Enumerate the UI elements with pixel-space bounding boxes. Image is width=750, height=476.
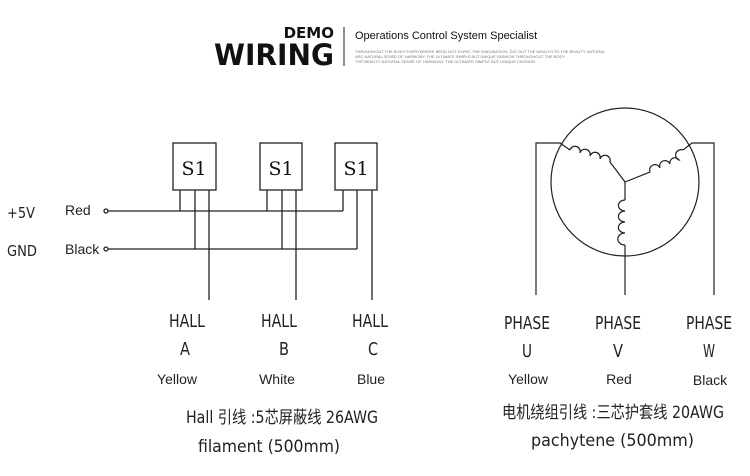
hall-sensor-c bbox=[334, 142, 378, 191]
coil-u bbox=[569, 145, 626, 183]
hall-c-letter: C bbox=[368, 339, 378, 360]
phase-v-letter: V bbox=[613, 341, 624, 362]
header-title: Operations Control System Specialist bbox=[355, 30, 537, 42]
hall-c-name: HALL bbox=[352, 311, 388, 332]
sensor-label: S1 bbox=[268, 158, 293, 180]
hall-b-color: White bbox=[259, 371, 295, 387]
ground-label: GND bbox=[7, 242, 37, 260]
coil-w bbox=[624, 149, 684, 183]
hall-note-line2: filament (500mm) bbox=[198, 437, 340, 457]
phase-w-letter: W bbox=[703, 341, 715, 362]
sensor-pins bbox=[179, 190, 373, 300]
hall-circuit bbox=[103, 142, 378, 300]
tagline-line: THE BEAUTY NATURAL SENSE OF HARMONY. THE… bbox=[355, 59, 535, 64]
phase-u-name: PHASE bbox=[504, 313, 550, 334]
coil-v bbox=[617, 199, 626, 246]
hall-a-color: Yellow bbox=[157, 371, 198, 387]
hall-c-color: Blue bbox=[357, 371, 385, 387]
sensor-label: S1 bbox=[181, 158, 206, 180]
power-label: +5V bbox=[7, 204, 36, 222]
motor-note-line2: pachytene (500mm) bbox=[531, 431, 694, 451]
logo-bottom: WIRING bbox=[214, 38, 334, 72]
hall-a-name: HALL bbox=[169, 311, 205, 332]
sensor-label: S1 bbox=[343, 158, 368, 180]
motor-note-line1: 电机绕组引线 :三芯护套线 20AWG bbox=[502, 403, 724, 423]
logo-top: DEMO bbox=[284, 24, 334, 42]
phase-w-color: Black bbox=[693, 372, 728, 388]
ground-terminal bbox=[103, 246, 109, 252]
tagline-line: THROUGHOUT THE BODY EVERYWHERE BEDD NOT … bbox=[355, 49, 606, 54]
phase-w-name: PHASE bbox=[686, 313, 732, 334]
ground-wire-color: Black bbox=[65, 241, 100, 257]
hall-a-letter: A bbox=[180, 339, 191, 360]
tagline-line: ARC NATURAL SENSE OF HARMONY. THE ULTIMA… bbox=[355, 54, 565, 59]
hall-note-line1: Hall 引线 :5芯屏蔽线 26AWG bbox=[186, 408, 378, 428]
header: DEMO WIRING Operations Control System Sp… bbox=[214, 24, 606, 72]
hall-b-name: HALL bbox=[261, 311, 297, 332]
hall-sensor-b bbox=[259, 142, 303, 191]
phase-v-color: Red bbox=[606, 371, 632, 387]
phase-v-name: PHASE bbox=[595, 313, 641, 334]
power-terminal bbox=[103, 208, 109, 214]
motor-winding bbox=[535, 107, 715, 295]
power-wire-color: Red bbox=[65, 202, 91, 218]
phase-u-letter: U bbox=[522, 341, 532, 362]
hall-b-letter: B bbox=[279, 339, 289, 360]
phase-u-color: Yellow bbox=[508, 371, 549, 387]
phase-w-wire bbox=[682, 142, 715, 295]
phase-u-wire bbox=[535, 142, 571, 295]
